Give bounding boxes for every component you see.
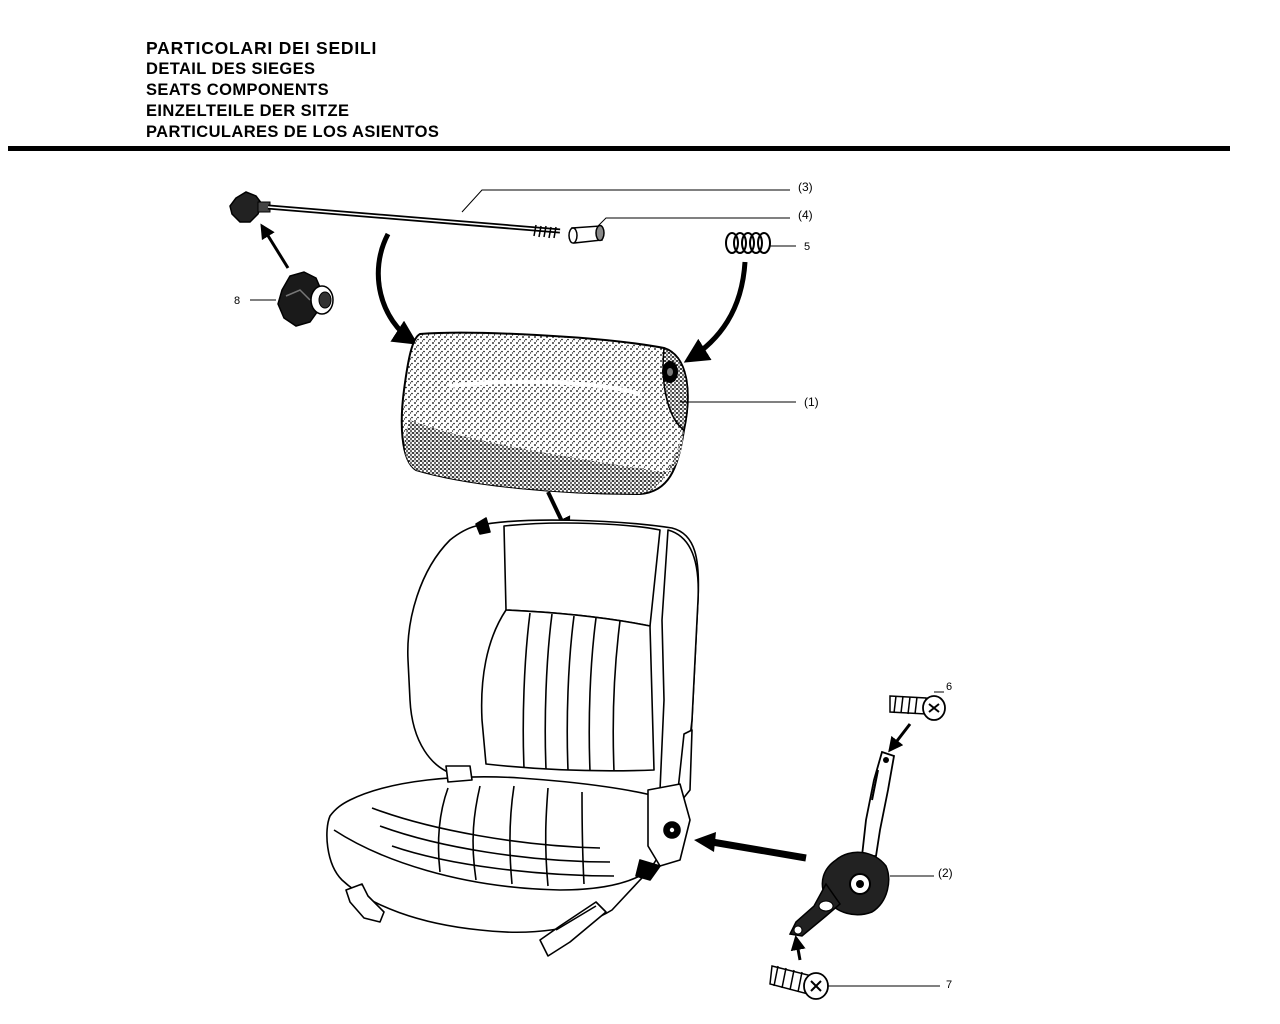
callout-7: 7	[946, 979, 952, 991]
arrow-knob	[260, 223, 290, 269]
title-italian: PARTICOLARI DEI SEDILI	[146, 38, 378, 58]
callout-6: 6	[946, 681, 952, 693]
bushing	[568, 224, 605, 244]
arrow-hinge-to-seat	[694, 832, 807, 862]
title-french: DETAIL DES SIEGES	[146, 60, 316, 78]
spring	[725, 232, 771, 254]
hinge-bracket	[788, 750, 896, 937]
callout-8: 8	[234, 295, 240, 307]
seat	[326, 517, 700, 957]
adjustment-rod	[267, 204, 561, 239]
screw-6	[889, 695, 946, 721]
header-rule	[8, 146, 1230, 151]
screw-7	[769, 965, 829, 1000]
arrow-screw-6	[888, 723, 912, 753]
rod-knob	[229, 191, 271, 223]
callout-4: (4)	[798, 208, 813, 222]
callout-1: (1)	[804, 395, 819, 409]
arrow-rod-to-headrest	[375, 232, 419, 345]
callout-3: (3)	[798, 180, 813, 194]
arrow-spring-to-headrest	[683, 261, 748, 363]
title-spanish: PARTICULARES DE LOS ASIENTOS	[146, 123, 440, 141]
leader-lines	[250, 189, 944, 987]
title-german: EINZELTEILE DER SITZE	[146, 102, 350, 120]
knob-8	[277, 271, 334, 327]
arrow-screw-7	[790, 935, 806, 961]
title-english: SEATS COMPONENTS	[146, 81, 330, 99]
callout-5: 5	[804, 241, 810, 253]
headrest	[400, 331, 689, 496]
title-block: PARTICOLARI DEI SEDILI DETAIL DES SIEGES…	[146, 38, 439, 143]
callout-2: (2)	[938, 866, 953, 880]
